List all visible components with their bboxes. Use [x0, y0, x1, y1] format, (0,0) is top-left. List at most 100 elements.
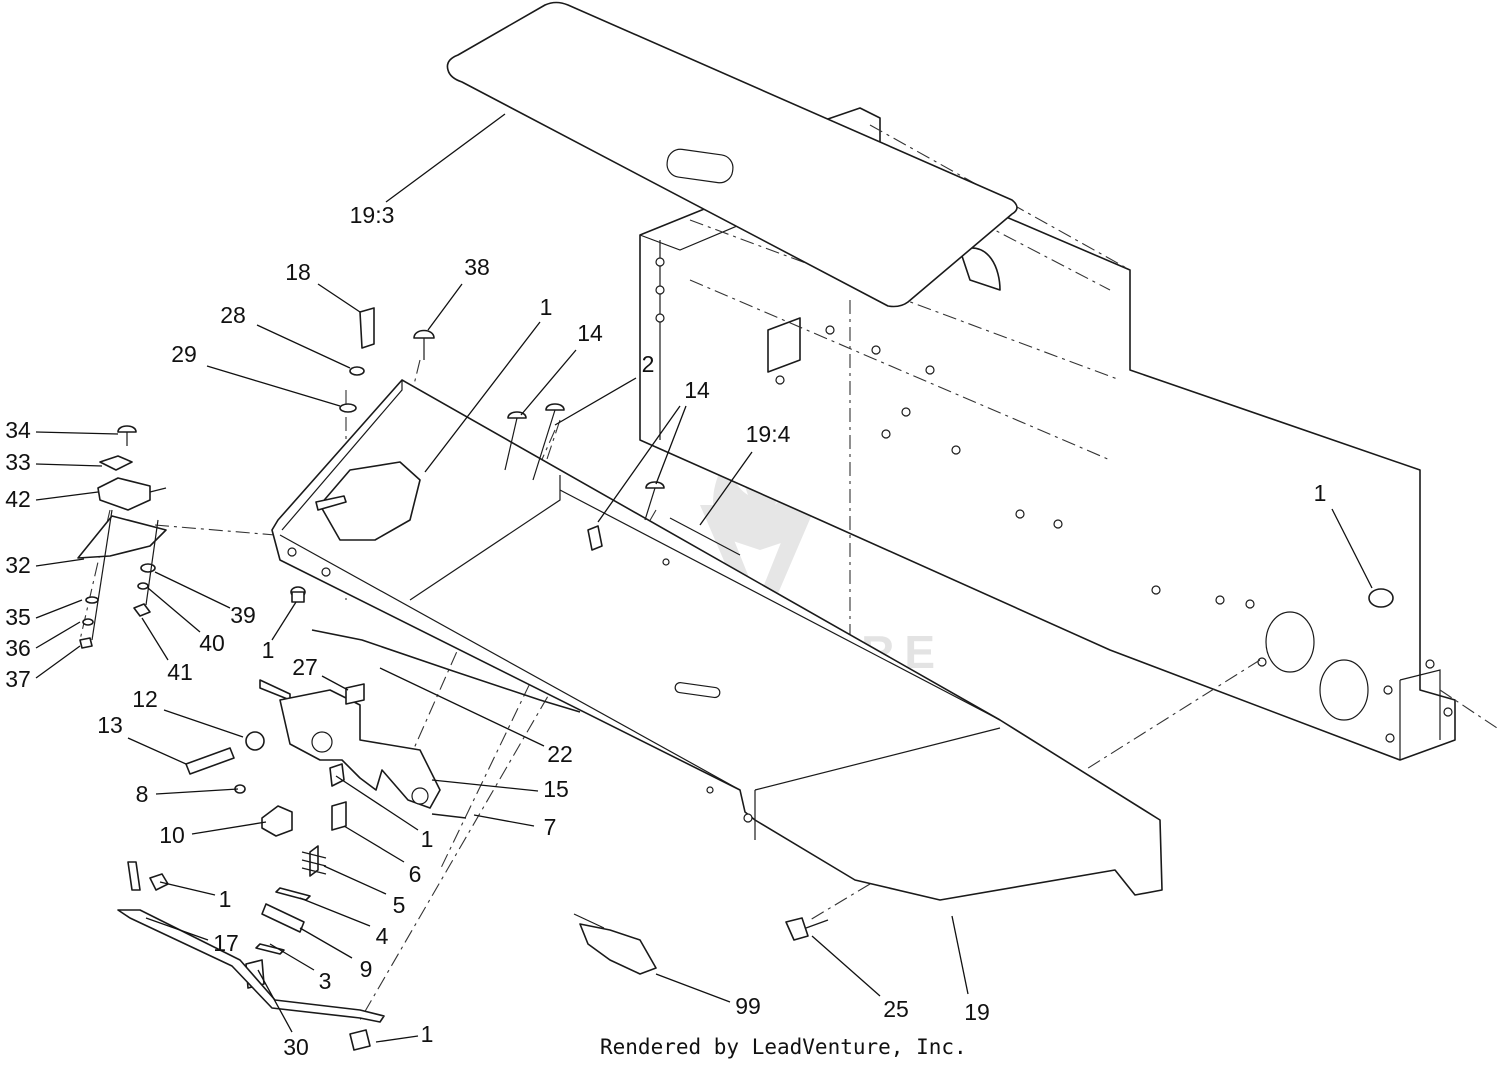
- callout-leader-line: [35, 558, 85, 567]
- callout-1c: 1: [262, 601, 297, 663]
- callout-leader-line: [299, 897, 371, 927]
- callout-leader-line: [191, 821, 267, 835]
- callout-4: 4: [299, 897, 389, 949]
- callout-label: 2: [642, 351, 655, 377]
- callout-33: 33: [5, 449, 103, 475]
- callout-leader-line: [520, 349, 577, 416]
- callout-leader-line: [155, 788, 239, 795]
- callout-leader-line: [154, 571, 231, 609]
- callout-label: 99: [735, 993, 761, 1019]
- callout-3: 3: [269, 943, 332, 994]
- callout-8: 8: [136, 781, 239, 807]
- callout-28: 28: [220, 302, 351, 369]
- callout-leader-line: [299, 927, 353, 959]
- callout-leader-line: [271, 601, 297, 641]
- callout-leader-line: [35, 431, 119, 435]
- callout-1e: 1: [159, 881, 232, 912]
- callout-label: 29: [171, 341, 197, 367]
- top-cover-plate: [446, 1, 1018, 308]
- callout-label: 4: [376, 923, 389, 949]
- callout-13: 13: [97, 712, 187, 765]
- callout-25: 25: [811, 935, 909, 1022]
- callout-9: 9: [299, 927, 373, 982]
- callout-15: 15: [431, 776, 569, 802]
- callout-label: 1: [262, 637, 275, 663]
- callout-label: 1: [1314, 480, 1327, 506]
- callout-leader-line: [554, 377, 637, 426]
- callout-leader-line: [811, 935, 881, 997]
- callout-leader-line: [145, 917, 209, 941]
- callout-1d: 1: [335, 775, 434, 852]
- callout-leader-line: [35, 491, 99, 501]
- callout-leader-line: [379, 667, 545, 747]
- callout-6: 6: [343, 825, 421, 887]
- callout-label: 40: [199, 630, 225, 656]
- callout-leader-line: [424, 321, 541, 473]
- callout-label: 38: [464, 254, 490, 280]
- callout-label: 8: [136, 781, 149, 807]
- credit-text: Rendered by LeadVenture, Inc.: [600, 1035, 967, 1059]
- callout-5: 5: [323, 865, 405, 918]
- callout-leader-line: [147, 587, 201, 633]
- callout-leader-line: [655, 973, 731, 1003]
- callout-label: 15: [543, 776, 569, 802]
- callout-40: 40: [147, 587, 225, 656]
- callout-label: 14: [684, 377, 710, 403]
- callout-1b: 1: [1314, 480, 1373, 589]
- callout-34: 34: [5, 417, 119, 443]
- callout-leader-line: [655, 405, 687, 485]
- callout-label: 35: [5, 604, 31, 630]
- callout-label: 19:3: [350, 202, 395, 228]
- callout-42: 42: [5, 486, 99, 512]
- callout-18: 18: [285, 259, 361, 313]
- callout-14b2: [655, 405, 687, 485]
- hardware: [77, 307, 1394, 787]
- callout-label: 3: [319, 968, 332, 994]
- callout-label: 33: [5, 449, 31, 475]
- callout-label: 1: [421, 826, 434, 852]
- callout-label: 1: [219, 886, 232, 912]
- callout-label: 1: [540, 294, 553, 320]
- callout-label: 34: [5, 417, 31, 443]
- frame-rail: [639, 107, 1456, 761]
- callout-label: 32: [5, 552, 31, 578]
- callout-leader-line: [141, 617, 169, 661]
- callout-35: 35: [5, 599, 83, 630]
- callout-label: 13: [97, 712, 123, 738]
- callout-leader-line: [951, 915, 969, 995]
- callout-leader-line: [335, 775, 419, 831]
- callout-1a: 1: [424, 294, 553, 473]
- callout-39: 39: [154, 571, 256, 628]
- callout-leader-line: [257, 969, 293, 1033]
- callout-label: 41: [167, 659, 193, 685]
- callout-14a: 14: [520, 320, 603, 416]
- callout-7: 7: [473, 814, 556, 840]
- callout-38: 38: [427, 254, 490, 331]
- callout-label: 19: [964, 999, 990, 1025]
- callout-label: 36: [5, 635, 31, 661]
- callout-12: 12: [132, 686, 244, 738]
- callout-leader-line: [35, 645, 81, 679]
- callout-leader-line: [323, 865, 387, 895]
- callout-leader-line: [321, 675, 349, 691]
- callout-label: 9: [360, 956, 373, 982]
- callout-label: 17: [213, 930, 239, 956]
- callout-label: 42: [5, 486, 31, 512]
- callout-leader-line: [375, 1035, 419, 1043]
- callout-label: 28: [220, 302, 246, 328]
- callout-leader-line: [597, 405, 681, 523]
- callout-14b: 14: [597, 377, 710, 523]
- callout-10: 10: [159, 821, 267, 848]
- callout-22: 22: [379, 667, 573, 767]
- callout-19: 19: [951, 915, 990, 1025]
- callout-27: 27: [292, 654, 349, 691]
- callout-label: 25: [883, 996, 909, 1022]
- main-housing: [271, 379, 1163, 901]
- callout-leader-line: [35, 599, 83, 619]
- callout-1f: 1: [375, 1021, 433, 1047]
- callout-leader-line: [269, 943, 315, 971]
- callout-32: 32: [5, 552, 85, 578]
- callout-label: 19:4: [746, 421, 791, 447]
- callout-label: 37: [5, 666, 31, 692]
